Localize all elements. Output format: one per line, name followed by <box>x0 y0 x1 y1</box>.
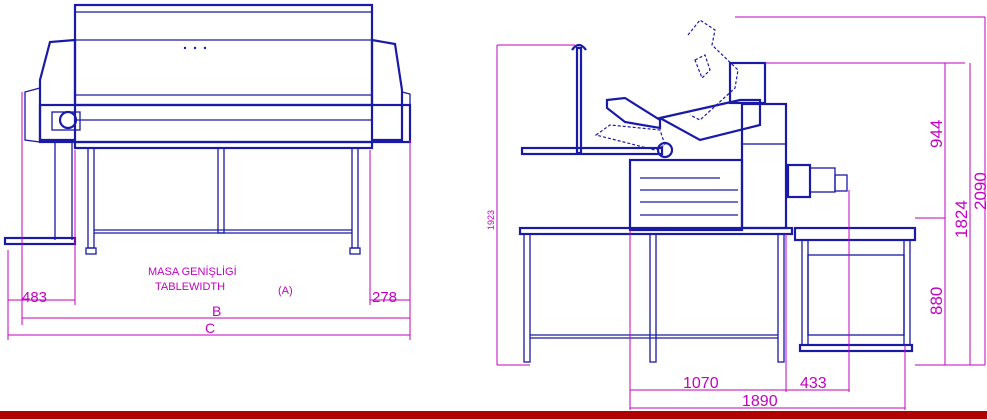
dim-433: 433 <box>800 375 827 392</box>
dim-1923: 1923 <box>486 210 496 230</box>
table-width-ref: (A) <box>278 285 293 297</box>
dim-1824: 1824 <box>952 200 971 238</box>
side-view: 1923 944 1824 2090 880 1070 433 1890 <box>486 16 987 410</box>
dim-1070: 1070 <box>683 375 719 392</box>
dim-483: 483 <box>22 289 47 306</box>
leg-left <box>87 147 95 249</box>
front-view: 483 278 B C MASA GENİŞLİGİ TABLEWIDTH (A… <box>3 3 412 340</box>
feed-post <box>575 46 583 155</box>
leg-right <box>351 147 359 249</box>
lower-housing <box>628 158 744 232</box>
outfeed-table <box>793 226 917 242</box>
raised-arm-outline <box>687 19 739 121</box>
outfeed-base <box>798 343 914 353</box>
table-width-label-en: TABLEWIDTH <box>155 281 225 293</box>
leg-middle <box>217 147 225 234</box>
dim-944: 944 <box>927 120 946 148</box>
machine-body <box>38 103 412 144</box>
main-housing <box>740 102 788 230</box>
machine-hood <box>73 3 374 107</box>
table-top <box>73 140 374 150</box>
footer-bar <box>0 411 987 419</box>
dim-880: 880 <box>927 287 946 315</box>
dim-c: C <box>205 320 215 336</box>
feed-table <box>520 146 664 156</box>
dim-278: 278 <box>372 289 397 306</box>
cutting-tray <box>605 96 662 130</box>
left-shoulder <box>38 38 77 142</box>
table-width-label-tr: MASA GENİŞLİGİ <box>148 265 237 278</box>
motor <box>786 163 812 199</box>
dim-b: B <box>212 303 221 319</box>
right-shoulder <box>370 38 404 142</box>
motor-detail <box>58 110 78 130</box>
dim-1890: 1890 <box>742 393 778 410</box>
outfeed-tray <box>3 236 77 246</box>
dim-2090: 2090 <box>971 172 987 210</box>
pivot <box>656 141 674 159</box>
